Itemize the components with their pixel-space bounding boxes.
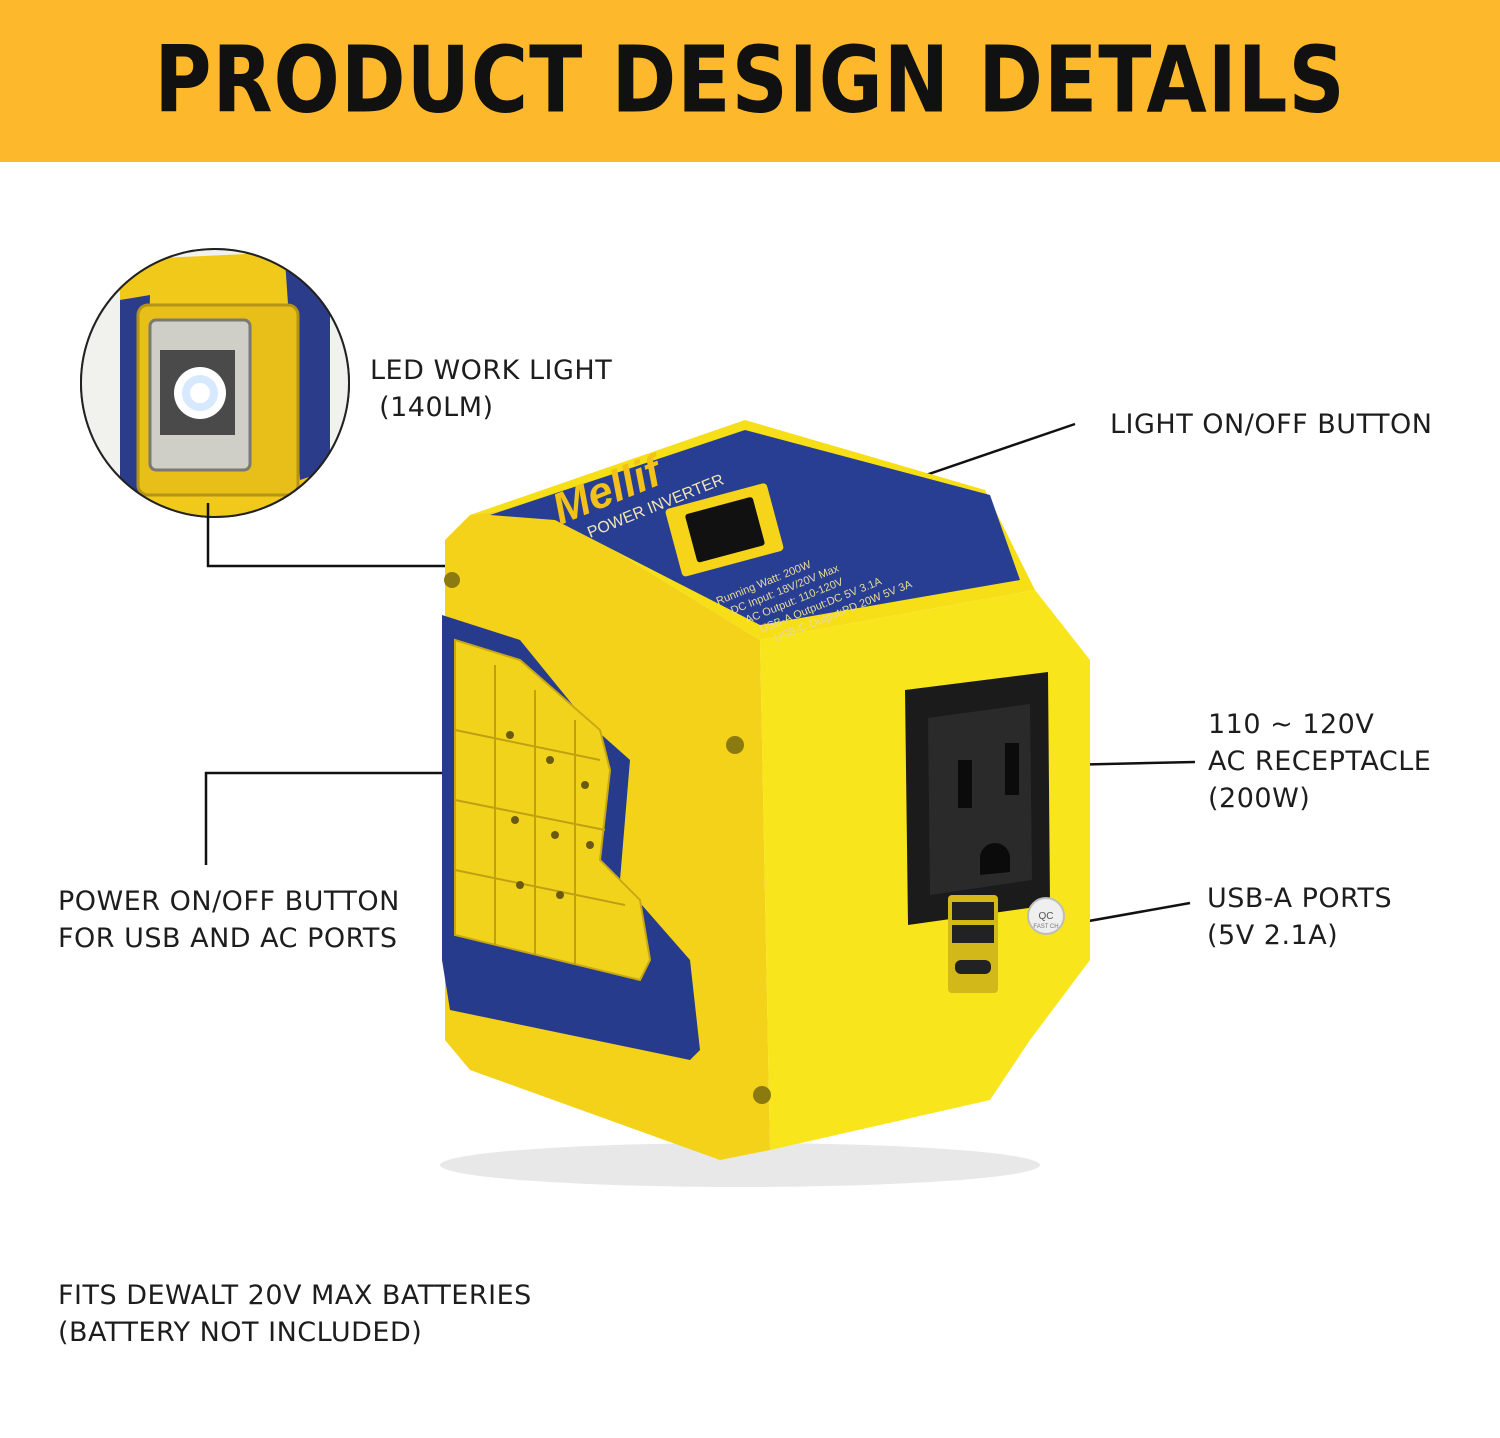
battery-note: FITS DEWALT 20V MAX BATTERIES (BATTERY N… xyxy=(58,1277,532,1351)
led-light-zoom xyxy=(80,248,350,518)
callout-ac-receptacle: 110 ~ 120V AC RECEPTACLE (200W) xyxy=(1208,706,1431,817)
callout-text: POWER ON/OFF BUTTON xyxy=(58,886,400,917)
callout-text: AC RECEPTACLE xyxy=(1208,746,1432,777)
callout-text: (5V 2.1A) xyxy=(1207,920,1339,951)
qc-badge-text: QC xyxy=(1039,911,1054,922)
callout-text: (200W) xyxy=(1208,783,1311,814)
callout-text: LED WORK LIGHT xyxy=(370,355,613,386)
callout-text: 110 ~ 120V xyxy=(1208,709,1375,740)
callout-text: USB-A PORTS xyxy=(1207,883,1393,914)
inverter-body xyxy=(440,420,1090,1187)
callout-led-light: LED WORK LIGHT (140LM) xyxy=(370,352,612,426)
callout-text: FOR USB AND AC PORTS xyxy=(58,923,398,954)
callout-text: LIGHT ON/OFF BUTTON xyxy=(1110,409,1433,440)
callout-text: (BATTERY NOT INCLUDED) xyxy=(58,1317,423,1348)
callout-text: FITS DEWALT 20V MAX BATTERIES xyxy=(58,1280,532,1311)
callout-power-button: POWER ON/OFF BUTTON FOR USB AND AC PORTS xyxy=(58,883,400,957)
qc-badge-subtext: FAST CH xyxy=(1033,924,1058,930)
header-banner: PRODUCT DESIGN DETAILS xyxy=(0,0,1500,162)
callout-usb-ports: USB-A PORTS (5V 2.1A) xyxy=(1207,880,1392,954)
callout-text: (140LM) xyxy=(370,392,494,423)
page-title: PRODUCT DESIGN DETAILS xyxy=(154,27,1346,135)
callout-light-button: LIGHT ON/OFF BUTTON xyxy=(1110,406,1433,443)
